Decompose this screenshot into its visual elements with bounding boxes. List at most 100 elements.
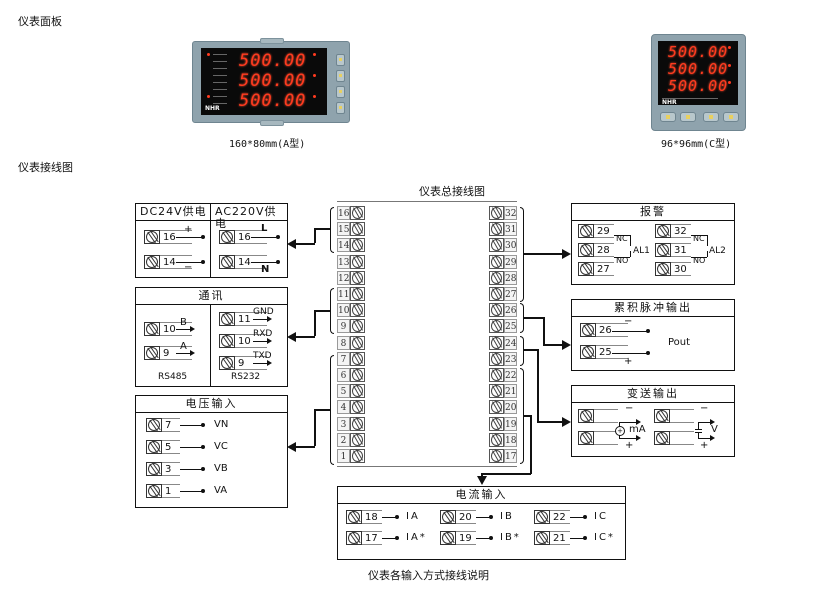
- screw-terminal-icon: [146, 418, 162, 432]
- terminal-number: 12: [337, 270, 350, 285]
- panel-a-button-2: [336, 70, 345, 82]
- v-minus-sign: −: [700, 403, 709, 414]
- screw-terminal-icon: [346, 531, 362, 545]
- terminal-number: 19: [456, 531, 476, 545]
- terminal-number: 1: [162, 484, 180, 498]
- terminal-number: 24: [504, 335, 517, 350]
- terminal-number: 25: [504, 319, 517, 334]
- connector-line: [524, 317, 544, 319]
- panel-c-button-1: [660, 112, 676, 122]
- wiring-section-heading: 仪表接线图: [18, 161, 73, 174]
- terminal-15: 15: [337, 222, 367, 237]
- terminal-number: [594, 409, 618, 423]
- arrow-to-voltage: [287, 442, 296, 452]
- arrow-to-power: [287, 239, 296, 249]
- terminal-10: 10: [337, 303, 367, 318]
- pulse-plus-sign: +: [624, 356, 633, 367]
- terminal-number: 9: [235, 356, 267, 370]
- terminal-number: 20: [504, 400, 517, 415]
- connector-line: [524, 349, 538, 351]
- terminal-number: 14: [235, 255, 267, 269]
- terminal-number: 27: [504, 287, 517, 301]
- connector-line: [296, 336, 315, 338]
- panel-c-button-4: [723, 112, 739, 122]
- screw-terminal-icon: [350, 335, 365, 350]
- voltage-signal-label: VN: [214, 419, 229, 430]
- terminal-number: 9: [337, 319, 350, 334]
- screw-terminal-icon: [350, 319, 365, 334]
- screw-terminal-icon: [534, 510, 550, 524]
- terminal-12: 12: [337, 270, 367, 286]
- terminal-number: 19: [504, 416, 517, 431]
- panel-c-image: 500.00 500.00 500.00 NHR: [651, 34, 746, 131]
- terminal-26: 26: [489, 303, 519, 318]
- display-line-1: 500.00: [239, 51, 307, 71]
- screw-terminal-icon: [489, 270, 504, 285]
- ma-label: mA: [629, 424, 646, 435]
- connector-line: [537, 421, 562, 423]
- screw-terminal-icon: [350, 432, 365, 447]
- al1-label: AL1: [633, 246, 650, 256]
- screw-terminal-icon: [655, 224, 671, 238]
- terminal-16: 16: [337, 206, 367, 221]
- terminal-number: 13: [337, 254, 350, 269]
- current-signal-label: IC: [594, 511, 608, 522]
- screw-terminal-icon: [489, 254, 504, 269]
- al2-label: AL2: [709, 246, 726, 256]
- terminal-13: 13: [337, 254, 367, 270]
- rs232-rxd-label: RXD: [253, 329, 273, 339]
- al2-nc-label: NC: [693, 234, 705, 243]
- current-signal-label: IB*: [500, 532, 521, 543]
- pulse-minus-sign: −: [624, 316, 633, 327]
- screw-terminal-icon: [350, 368, 365, 382]
- terminal-20: 20: [489, 400, 519, 415]
- rs485-label: RS485: [158, 372, 188, 382]
- transmit-output-box: 变送输出 + − + mA − + V: [571, 385, 735, 457]
- brand-logo: NHR: [662, 99, 677, 106]
- terminal-number: 4: [337, 400, 350, 415]
- screw-terminal-icon: [655, 262, 671, 276]
- screw-terminal-icon: [489, 416, 504, 431]
- terminal-number: 32: [671, 224, 691, 238]
- screw-terminal-icon: [578, 409, 594, 423]
- screw-terminal-icon: [489, 303, 504, 318]
- brace-comm: [330, 288, 334, 334]
- terminal-number: 8: [337, 335, 350, 350]
- terminal-18: 18: [489, 432, 519, 448]
- terminal-number: 29: [594, 224, 614, 238]
- screw-terminal-icon: [489, 222, 504, 237]
- terminal-number: 30: [671, 262, 691, 276]
- terminal-number: [670, 409, 694, 423]
- screw-terminal-icon: [580, 323, 596, 337]
- connector-line: [296, 243, 315, 245]
- connector-line: [530, 415, 532, 474]
- panel-a-button-3: [336, 86, 345, 98]
- voltage-signal-label: VB: [214, 463, 228, 474]
- al1-nc-label: NC: [616, 234, 628, 243]
- current-signal-label: IB: [500, 511, 514, 522]
- brace-power: [330, 207, 334, 253]
- terminal-number: 7: [162, 418, 180, 432]
- screw-terminal-icon: [350, 384, 365, 399]
- pulse-output-box: 累积脉冲输出 26 − 25 + Pout: [571, 299, 735, 371]
- footer-caption: 仪表各输入方式接线说明: [368, 569, 489, 582]
- terminal-24: 24: [489, 335, 519, 351]
- terminal-number: 1: [337, 449, 350, 463]
- terminal-14: 14: [337, 238, 367, 253]
- terminal-number: 29: [504, 254, 517, 269]
- voltage-signal-label: VC: [214, 441, 228, 452]
- screw-terminal-icon: [440, 531, 456, 545]
- terminal-7: 7: [337, 351, 367, 367]
- screw-terminal-icon: [350, 254, 365, 269]
- connector-line: [314, 409, 330, 411]
- terminal-number: 9: [160, 346, 192, 360]
- terminal-number: 18: [504, 432, 517, 447]
- screw-terminal-icon: [144, 322, 160, 336]
- terminal-number: [670, 431, 694, 445]
- ac-l-label: L: [261, 223, 268, 234]
- screw-terminal-icon: [440, 510, 456, 524]
- current-signal-label: IC*: [594, 532, 615, 543]
- terminal-number: 5: [337, 384, 350, 399]
